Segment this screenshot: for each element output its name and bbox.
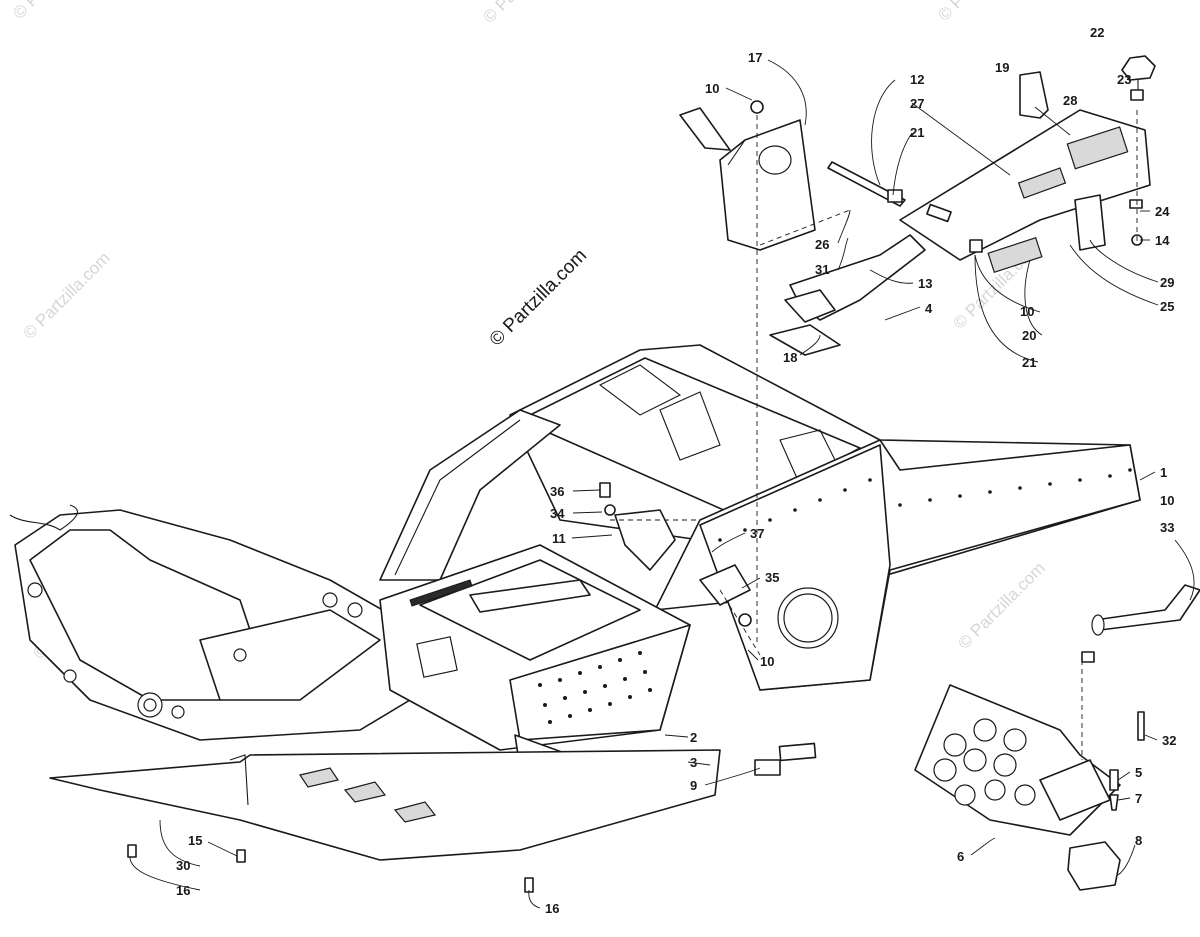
callout-7: 7 [1135,791,1142,806]
callout-36: 36 [550,484,564,499]
perforations [538,651,652,724]
callout-32: 32 [1162,733,1176,748]
fasteners [127,100,1145,893]
callout-9: 9 [690,778,697,793]
callout-29: 29 [1160,275,1174,290]
steering-post-bracket [719,119,816,251]
callout-14: 14 [1155,233,1170,248]
callout-16: 16 [176,883,190,898]
watermark-tile: © Partzilla.com [934,0,1028,25]
callout-3: 3 [690,755,697,770]
knob-22 [1121,55,1156,92]
clip-19 [1019,71,1049,119]
callout-33: 33 [1160,520,1174,535]
nut-23 [1130,89,1144,101]
assembly-lines [610,110,1138,760]
leader-lines [129,59,1195,909]
callout-21: 21 [1022,355,1036,370]
callout-8: 8 [1135,833,1142,848]
callout-21: 21 [910,125,924,140]
skid-plate [49,749,721,861]
callout-24: 24 [1155,204,1170,219]
callout-35: 35 [765,570,779,585]
callout-15: 15 [188,833,202,848]
bracket-11 [614,509,676,571]
front-bumper-assembly [9,504,411,741]
chassis-frame [379,344,1141,691]
callout-17: 17 [748,50,762,65]
callout-18: 18 [783,350,797,365]
callout-labels: 17 10 12 27 21 19 22 28 23 24 14 29 25 2… [176,25,1176,916]
callout-10: 10 [705,81,719,96]
callout-34: 34 [550,506,565,521]
callout-2: 2 [690,730,697,745]
callout-11: 11 [552,531,566,546]
callout-19: 19 [995,60,1009,75]
callout-4: 4 [925,301,933,316]
callout-25: 25 [1160,299,1174,314]
callout-6: 6 [957,849,964,864]
callout-26: 26 [815,237,829,252]
watermark-tile: © Partzilla.com [9,0,103,23]
callout-5: 5 [1135,765,1142,780]
dash-plate-left [679,107,731,151]
callout-31: 31 [815,262,829,277]
callout-23: 23 [1117,72,1131,87]
watermark-tile: © Partzilla.com [954,558,1048,652]
callout-30: 30 [176,858,190,873]
callout-1: 1 [1160,465,1167,480]
rivets [718,468,1132,542]
callout-12: 12 [910,72,924,87]
dash-panel [899,109,1151,273]
steering-support [769,234,926,356]
callout-10: 10 [760,654,774,669]
callout-13: 13 [918,276,932,291]
watermark-tile: © Partzilla.com [19,248,113,342]
callout-27: 27 [910,96,924,111]
callout-10: 10 [1160,493,1174,508]
watermark-main: © Partzilla.com [486,245,591,350]
footrest-bracket [914,584,1200,891]
callout-37: 37 [750,526,764,541]
clip-35 [699,564,751,606]
watermark-tile: © Partzilla.com [479,0,573,27]
callout-22: 22 [1090,25,1104,40]
callout-28: 28 [1063,93,1077,108]
callout-16: 16 [545,901,559,916]
callout-10: 10 [1020,304,1034,319]
callout-20: 20 [1022,328,1036,343]
